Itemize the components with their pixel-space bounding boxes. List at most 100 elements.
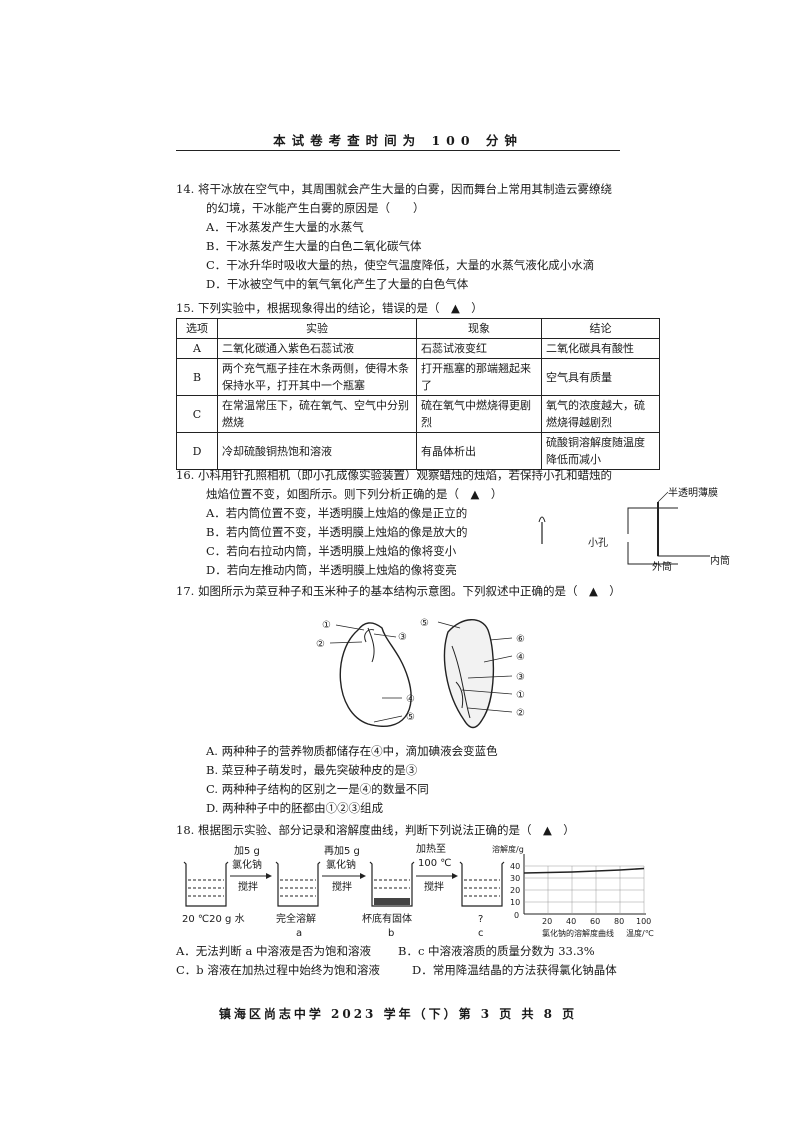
q18-option-d: D．常用降温结晶的方法获得氯化钠晶体: [412, 963, 617, 977]
beaker-c: [459, 861, 505, 907]
corn-seed: ⑤ ⑥ ④ ③ ① ②: [420, 618, 525, 729]
x-tick: 60: [590, 917, 600, 926]
q16-option-a: A．若内筒位置不变，半透明膜上烛焰的像是正立的: [206, 506, 468, 520]
dissolution-experiment-figure: 加5 g 氯化钠 搅拌 再加5 g 氯化钠 搅拌 加热至 100 ℃: [182, 842, 654, 939]
cell-experiment: 在常温常压下，硫在氧气、空气中分别燃烧: [217, 395, 417, 433]
th-experiment: 实验: [217, 318, 417, 339]
cell-conclusion: 氧气的浓度越大，硫燃烧得越剧烈: [541, 395, 660, 433]
q16-stem-line2: 烛焰位置不变，如图所示。则下列分析正确的是（ ▲ ）: [206, 487, 503, 501]
cell-conclusion: 硫酸铜溶解度随温度降低而减小: [541, 432, 660, 470]
beaker-a-tag: a: [296, 928, 302, 939]
cell-experiment: 二氧化碳通入紫色石蕊试液: [217, 338, 417, 359]
q17-options: A. 两种种子的营养物质都储存在④中，滴加碘液会变蓝色 B. 菜豆种子萌发时，最…: [176, 742, 656, 818]
q18-options: A．无法判断 a 中溶液是否为饱和溶液 B．c 中溶液溶质的质量分数为 33.3…: [176, 942, 660, 980]
beaker-a-caption: 完全溶解: [276, 912, 316, 925]
table-header-row: 选项 实验 现象 结论: [176, 318, 660, 339]
corn-label: ①: [516, 690, 525, 701]
corn-label: ②: [516, 708, 525, 719]
cell-experiment: 冷却硫酸铜热饱和溶液: [217, 432, 417, 470]
table-row: D 冷却硫酸铜热饱和溶液 有晶体析出 硫酸铜溶解度随温度降低而减小: [176, 432, 660, 470]
q16-option-b: B．若内筒位置不变，半透明膜上烛焰的像是放大的: [206, 525, 468, 539]
cell-phenomenon: 打开瓶塞的那端翘起来了: [416, 358, 542, 396]
beaker-b: [369, 861, 415, 907]
step3-mid-label: 100 ℃: [418, 858, 452, 869]
q15-stem: 15. 下列实验中，根据现象得出的结论，错误的是（ ▲ ）: [176, 301, 483, 315]
header-rule: [176, 150, 620, 151]
q14-stem-line1: 14. 将干冰放在空气中，其周围就会产生大量的白雾，因而舞台上常用其制造云雾缭绕: [176, 182, 612, 196]
y-tick: 0: [514, 911, 519, 920]
x-tick: 80: [614, 917, 624, 926]
step3-top-label: 加热至: [416, 842, 446, 855]
cell-option: A: [176, 338, 218, 359]
step2-bot-label: 搅拌: [332, 880, 352, 893]
page-header: 本试卷考查时间为 100 分钟: [273, 133, 523, 148]
arrow-step2: 再加5 g 氯化钠 搅拌: [322, 845, 366, 893]
cell-experiment: 两个充气瓶子挂在木条两侧，使得木条保持水平，打开其中一个瓶塞: [217, 358, 417, 396]
q18-options-row2: C．b 溶液在加热过程中始终为饱和溶液 D．常用降温结晶的方法获得氯化钠晶体: [176, 961, 660, 980]
q17-option-a: A. 两种种子的营养物质都储存在④中，滴加碘液会变蓝色: [206, 744, 498, 758]
arrow-step3: 加热至 100 ℃ 搅拌: [416, 842, 458, 893]
beaker-0: [183, 861, 229, 907]
bean-label: ①: [322, 620, 331, 631]
seed-structure-figure: ① ② ③ ④ ⑤ ⑤ ⑥ ④ ③ ① ②: [316, 618, 525, 729]
hole-label: 小孔: [588, 537, 608, 549]
beaker-b-tag: b: [388, 928, 394, 939]
undissolved-solid: [374, 898, 410, 905]
chart-grid: [524, 865, 645, 914]
q16-stem-line1: 16. 小科用针孔照相机（即小孔成像实验装置）观察蜡烛的烛焰，若保持小孔和蜡烛的: [176, 468, 612, 482]
chart-ylabel: 溶解度/g: [492, 844, 524, 854]
step2-top-label: 再加5 g: [324, 845, 360, 857]
arrow-step1: 加5 g 氯化钠 搅拌: [230, 845, 272, 893]
q14-option-d: D．干冰被空气中的氧气氧化产生了大量的白色气体: [206, 277, 469, 291]
x-tick: 20: [542, 917, 552, 926]
q14-option-c: C．干冰升华时吸收大量的热，使空气温度降低，大量的水蒸气液化成小水滴: [206, 258, 595, 272]
th-option: 选项: [176, 318, 218, 339]
corn-label: ⑥: [516, 634, 525, 645]
inner-tube: [657, 502, 710, 557]
step1-mid-label: 氯化钠: [232, 858, 262, 871]
outer-tube-label: 外筒: [652, 560, 672, 573]
q17-stem: 17. 如图所示为菜豆种子和玉米种子的基本结构示意图。下列叙述中正确的是（ ▲ …: [176, 584, 621, 598]
q18-option-c: C．b 溶液在加热过程中始终为饱和溶液: [176, 963, 380, 977]
pinhole-camera-figure: 半透明薄膜 小孔 外筒 内筒: [538, 486, 730, 573]
q18-stem: 18. 根据图示实验、部分记录和溶解度曲线，判断下列说法正确的是（ ▲ ）: [176, 823, 575, 837]
step1-top-label: 加5 g: [234, 845, 260, 857]
solubility-chart: 溶解度/g 40 30 20 10 0 20 40 60 80 100 氯化钠的…: [492, 844, 654, 938]
cell-conclusion: 二氧化碳具有酸性: [541, 338, 660, 359]
outer-tube-top: [627, 507, 678, 534]
inner-tube-label: 内筒: [710, 554, 730, 567]
x-tick: 100: [636, 917, 651, 926]
cell-option: B: [176, 358, 218, 396]
step2-mid-label: 氯化钠: [326, 858, 356, 871]
beaker-c-caption: ?: [478, 914, 483, 925]
solubility-curve: [523, 867, 645, 874]
q17-option-c: C. 两种种子结构的区别之一是④的数量不同: [206, 782, 429, 796]
cell-option: C: [176, 395, 218, 433]
bean-label: ④: [406, 694, 415, 705]
cell-phenomenon: 石蕊试液变红: [416, 338, 542, 359]
q17-option-b: B. 菜豆种子萌发时，最先突破种皮的是③: [206, 763, 418, 777]
q18-option-b: B．c 中溶液溶质的质量分数为 33.3%: [398, 944, 595, 958]
bean-label: ⑤: [406, 712, 415, 723]
cell-option: D: [176, 432, 218, 470]
cell-conclusion: 空气具有质量: [541, 358, 660, 396]
question-14: 14. 将干冰放在空气中，其周围就会产生大量的白雾，因而舞台上常用其制造云雾缭绕…: [176, 180, 656, 294]
chart-xlabel: 温度/℃: [626, 928, 654, 938]
beaker-a: [275, 861, 321, 907]
outer-tube-bottom: [627, 542, 678, 565]
q15-table: 选项 实验 现象 结论 A 二氧化碳通入紫色石蕊试液 石蕊试液变红 二氧化碳具有…: [176, 318, 660, 470]
q18-options-row1: A．无法判断 a 中溶液是否为饱和溶液 B．c 中溶液溶质的质量分数为 33.3…: [176, 942, 660, 961]
cell-phenomenon: 硫在氧气中燃烧得更剧烈: [416, 395, 542, 433]
q14-option-b: B．干冰蒸发产生大量的白色二氧化碳气体: [206, 239, 422, 253]
step1-bot-label: 搅拌: [238, 880, 258, 893]
corn-label: ③: [516, 672, 525, 683]
q14-stem-line2: 的幻境，干冰能产生白雾的原因是（ ）: [206, 201, 425, 215]
th-phenomenon: 现象: [416, 318, 542, 339]
cell-phenomenon: 有晶体析出: [416, 432, 542, 470]
bean-label: ②: [316, 639, 325, 650]
y-tick: 20: [510, 886, 520, 895]
q14-option-a: A．干冰蒸发产生大量的水蒸气: [206, 220, 364, 234]
q16-option-c: C．若向右拉动内筒，半透明膜上烛焰的像将变小: [206, 544, 457, 558]
corn-label: ④: [516, 652, 525, 663]
step3-bot-label: 搅拌: [424, 880, 444, 893]
